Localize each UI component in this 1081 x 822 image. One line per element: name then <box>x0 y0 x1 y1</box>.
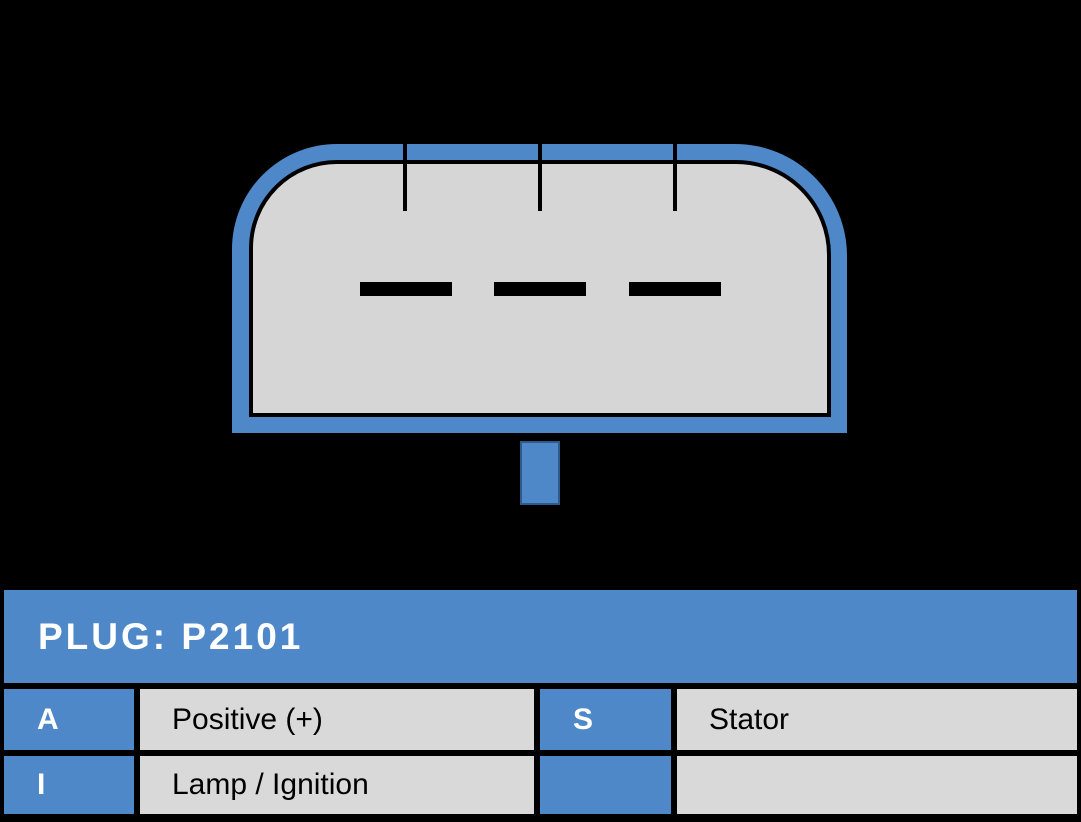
pin-key-cell-a: A <box>4 689 134 750</box>
terminal-slot-icon <box>360 282 452 296</box>
pin-desc-cell-a: Positive (+) <box>140 689 534 750</box>
pin-lead-line-icon <box>673 142 677 211</box>
terminal-slot-icon <box>494 282 586 296</box>
pin-desc-cell-empty <box>677 756 1077 814</box>
plug-title-bar: PLUG: P2101 <box>4 590 1077 683</box>
pin-desc-cell-i: Lamp / Ignition <box>140 756 534 814</box>
pin-key-cell-s: S <box>540 689 671 750</box>
pin-key-cell-empty <box>540 756 671 814</box>
connector-housing <box>232 142 847 433</box>
pin-key-cell-i: I <box>4 756 134 814</box>
pin-desc-cell-s: Stator <box>677 689 1077 750</box>
pin-lead-line-icon <box>403 142 407 211</box>
pinout-table: PLUG: P2101 A Positive (+) S Stator I La… <box>0 590 1081 822</box>
mounting-tab <box>520 441 560 505</box>
pin-lead-line-icon <box>538 142 542 211</box>
plug-title: PLUG: P2101 <box>38 615 304 657</box>
terminal-slot-icon <box>629 282 721 296</box>
